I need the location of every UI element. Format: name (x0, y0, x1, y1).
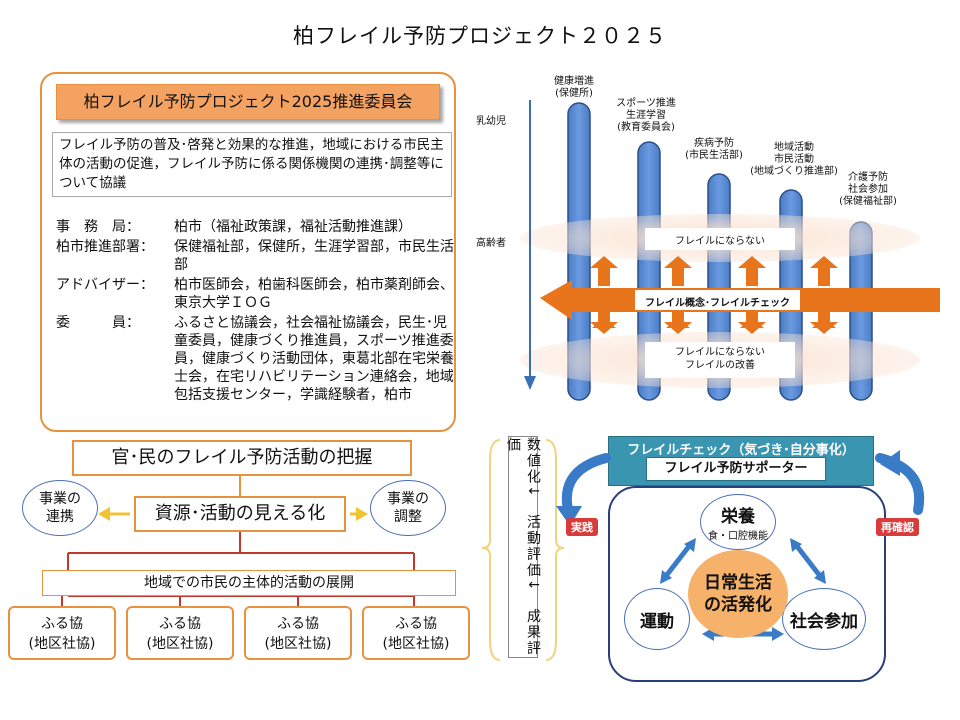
furukyo-sub: (地区社協) (382, 636, 450, 652)
committee-heading: 柏フレイル予防プロジェクト2025推進委員会 (56, 84, 440, 120)
member-row-committee: 委 員： ふるさと協議会，社会福祉協議会，民生･児童委員，健康づくり推進員，スポ… (56, 314, 456, 426)
recheck-tag: 再確認 (876, 518, 919, 536)
furukyo-sub: (地区社協) (28, 636, 96, 652)
pillar-diagram (520, 100, 940, 401)
member-value: 柏市医師会，柏歯科医師会，柏市薬剤師会、東京大学ＩＯＧ (174, 277, 454, 311)
nutrition-label: 栄養 (721, 507, 755, 527)
pillar-label-line: 健康増進 (554, 76, 594, 87)
band-bottom-box (645, 342, 795, 378)
coordination-circle: 事業の 連携 (22, 480, 98, 536)
evaluation-text: 数値化↓ 活動評価↓ 成果評価 (505, 436, 541, 658)
committee-description: フレイル予防の普及･啓発と効果的な推進，地域における市民主体の活動の促進，フレイ… (52, 132, 452, 197)
pillar-label-line: 社会参加 (848, 184, 888, 195)
pillar-label-sports: スポーツ推進 生涯学習 (教育委員会) (598, 98, 694, 134)
daily-life-circle: 日常生活 の活発化 (688, 550, 788, 638)
furukyo-name: ふる協 (277, 616, 319, 632)
pillar-label-line: (保健福祉部) (839, 196, 897, 207)
daily-life-label: 日常生活 の活発化 (704, 573, 772, 615)
social-label: 社会参加 (790, 611, 858, 632)
member-label: アドバイザー： (56, 277, 154, 293)
pillar-label-disease: 疾病予防 (市民生活部) (674, 138, 754, 162)
band-top-label: フレイルにならない (675, 236, 765, 247)
band-bottom-line2: フレイルの改善 (685, 360, 755, 371)
pillar-label-line: (保健所) (555, 88, 593, 99)
member-value: 保健福祉部，保健所，生涯学習部，市民生活部 (174, 239, 454, 273)
member-value: 柏市（福祉政策課，福祉活動推進課） (174, 219, 412, 235)
nutrition-sub: 食・口腔機能 (708, 531, 768, 542)
pillar-label-line: (市民生活部) (685, 150, 743, 161)
cycle-frame (608, 486, 886, 682)
member-label: 委 員： (56, 315, 140, 331)
pillar-label-line: 市民活動 (774, 154, 814, 165)
frail-concept-label: フレイル概念･フレイルチェック (645, 298, 790, 309)
pillar-label-line: 介護予防 (848, 172, 888, 183)
supporter-box: フレイル予防サポーター (646, 457, 826, 481)
furukyo-box-4: ふる協 (地区社協) (362, 606, 470, 660)
age-top-label: 乳幼児 (476, 116, 506, 127)
member-row-advisors: アドバイザー： 柏市医師会，柏歯科医師会，柏市薬剤師会、東京大学ＩＯＧ (56, 276, 456, 312)
community-activity-box: 地域での市民の主体的活動の展開 (42, 570, 456, 596)
furukyo-box-2: ふる協 (地区社協) (126, 606, 234, 660)
band-top-box (645, 228, 795, 250)
member-row-departments: 柏市推進部署： 保健福祉部，保健所，生涯学習部，市民生活部 (56, 238, 456, 274)
pillar-label-line: (教育委員会) (617, 122, 675, 133)
pillar-label-care: 介護予防 社会参加 (保健福祉部) (826, 172, 910, 208)
furukyo-box-3: ふる協 (地区社協) (244, 606, 352, 660)
activity-overview-box: 官･民のフレイル予防活動の把握 (72, 440, 412, 476)
cycle-arrows (556, 450, 925, 641)
pillar-label-line: (地域づくり推進部) (750, 166, 838, 177)
social-circle: 社会参加 (782, 588, 866, 650)
furukyo-sub: (地区社協) (264, 636, 332, 652)
band-bottom-label: フレイルにならない フレイルの改善 (645, 346, 795, 372)
exercise-label: 運動 (640, 611, 674, 632)
member-label: 事 務 局： (56, 219, 140, 235)
adjustment-circle: 事業の 調整 (370, 480, 446, 536)
pillar-label-line: 地域活動 (774, 142, 814, 153)
band-bottom-line1: フレイルにならない (675, 347, 765, 358)
pillar-label-line: スポーツ推進 (616, 98, 676, 109)
exercise-circle: 運動 (624, 588, 690, 650)
nutrition-circle: 栄養 食・口腔機能 (700, 494, 776, 550)
adjustment-label: 事業の 調整 (387, 491, 429, 525)
practice-tag: 実践 (566, 518, 598, 536)
frail-concept-box (635, 290, 800, 310)
pillar-label-community: 地域活動 市民活動 (地域づくり推進部) (746, 142, 842, 178)
furukyo-sub: (地区社協) (146, 636, 214, 652)
coordination-label: 事業の 連携 (39, 491, 81, 525)
furukyo-box-1: ふる協 (地区社協) (8, 606, 116, 660)
pillar-label-line: 疾病予防 (694, 138, 734, 149)
visualization-box: 資源･活動の見える化 (134, 496, 346, 532)
pillar-label-health: 健康増進 (保健所) (534, 76, 614, 100)
member-value: ふるさと協議会，社会福祉協議会，民生･児童委員，健康づくり推進員，スポーツ推進委… (174, 315, 454, 403)
furukyo-name: ふる協 (41, 616, 83, 632)
member-row-secretariat: 事 務 局： 柏市（福祉政策課，福祉活動推進課） (56, 218, 456, 236)
member-label: 柏市推進部署： (56, 239, 154, 255)
frail-check-label: フレイルチェック（気づき･自分事化） (627, 443, 855, 458)
pillar-label-line: 生涯学習 (626, 110, 666, 121)
page-title: 柏フレイル予防プロジェクト２０２５ (293, 24, 667, 48)
age-bottom-label: 高齢者 (476, 238, 506, 249)
furukyo-name: ふる協 (159, 616, 201, 632)
furukyo-name: ふる協 (395, 616, 437, 632)
committee-panel (40, 72, 456, 432)
